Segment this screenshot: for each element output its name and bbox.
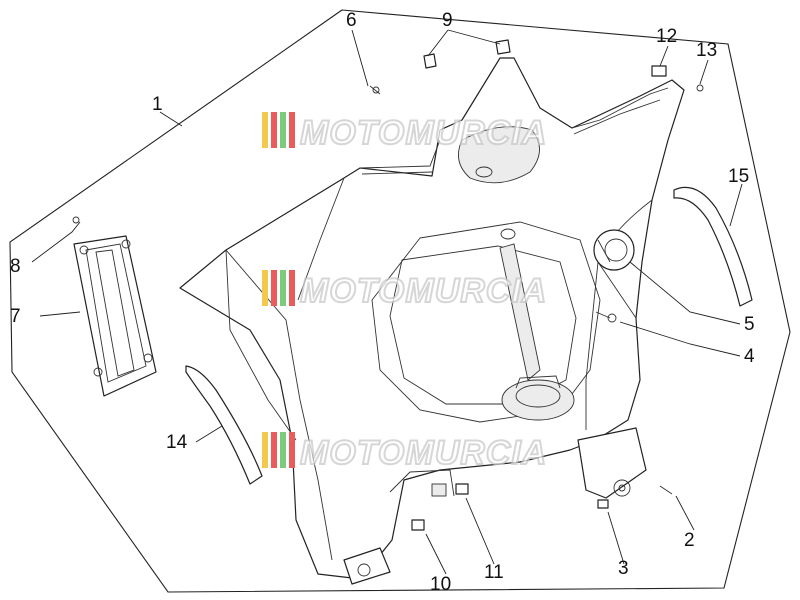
callout-9: 9 (442, 10, 453, 31)
watermark-stripe (289, 432, 295, 468)
part-7-vent-panel (73, 235, 157, 397)
watermark-stripe (271, 432, 277, 468)
callout-1: 1 (152, 94, 163, 115)
watermark-stripe (262, 432, 268, 468)
watermark-stripe (289, 112, 295, 148)
callout-14: 14 (166, 432, 188, 453)
part-14-left-trim (185, 365, 263, 485)
callout-12: 12 (656, 26, 677, 47)
watermark-middle: MOTOMURCIA (262, 270, 547, 311)
callout-7: 7 (10, 306, 21, 327)
callout-13: 13 (696, 40, 717, 61)
assembly-outline (9, 9, 791, 593)
callout-labels: 1 2 3 4 5 6 7 8 9 10 11 12 13 14 15 (10, 10, 755, 595)
watermark-text: MOTOMURCIA (300, 272, 547, 310)
watermark-top: MOTOMURCIA (262, 112, 547, 153)
callout-2: 2 (684, 530, 695, 551)
callout-15: 15 (728, 166, 749, 187)
watermark-stripe (289, 270, 295, 306)
watermark-stripe (271, 270, 277, 306)
callout-8: 8 (10, 256, 21, 277)
callout-5: 5 (744, 314, 755, 335)
watermark-stripe (280, 432, 286, 468)
watermark-stripe (280, 112, 286, 148)
callout-10: 10 (430, 574, 451, 595)
callout-4: 4 (744, 346, 755, 367)
watermark-stripe (271, 112, 277, 148)
watermark-text: MOTOMURCIA (300, 434, 547, 472)
inner-shield-body (179, 57, 685, 585)
watermark-stripe (280, 270, 286, 306)
callout-11: 11 (484, 562, 504, 583)
callout-6: 6 (346, 10, 357, 31)
watermark-bottom: MOTOMURCIA (262, 432, 547, 473)
part-15-right-trim (673, 186, 753, 307)
watermark-stripe (262, 112, 268, 148)
watermark-stripe (262, 270, 268, 306)
callout-3: 3 (618, 558, 629, 579)
leader-lines (31, 29, 743, 575)
watermark-text: MOTOMURCIA (300, 114, 547, 152)
